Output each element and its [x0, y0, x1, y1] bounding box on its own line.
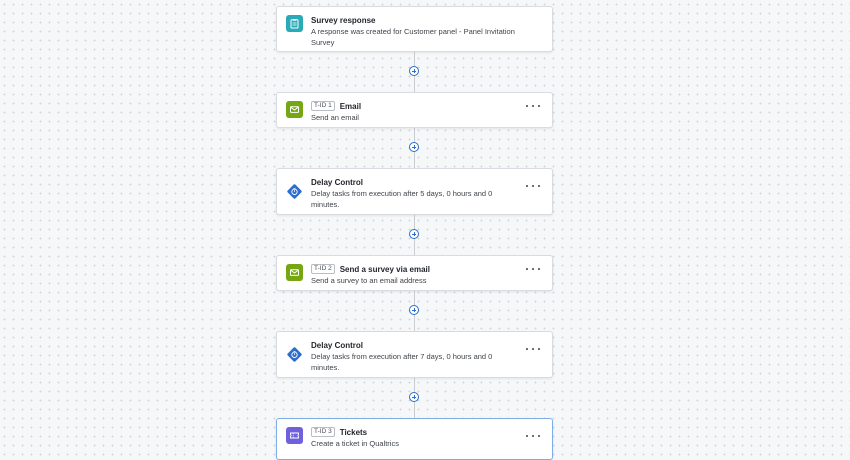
- task-id-badge: T-ID 3: [311, 427, 335, 437]
- more-options-icon[interactable]: [526, 182, 540, 190]
- task-id-badge: T-ID 2: [311, 264, 335, 274]
- more-options-icon[interactable]: [526, 432, 540, 440]
- task-card-email[interactable]: T-ID 1 Email Send an email: [276, 92, 553, 128]
- more-options-icon[interactable]: [526, 102, 540, 110]
- card-description: Send a survey to an email address: [311, 276, 427, 285]
- card-description: A response was created for Customer pane…: [311, 27, 515, 47]
- card-text: T-ID 1 Email Send an email: [311, 100, 522, 123]
- card-description: Delay tasks from execution after 7 days,…: [311, 352, 493, 372]
- add-task-button[interactable]: [409, 229, 419, 239]
- add-task-button[interactable]: [409, 392, 419, 402]
- card-title: Tickets: [339, 427, 368, 437]
- task-card-send-survey[interactable]: T-ID 2 Send a survey via email Send a su…: [276, 255, 553, 291]
- card-title: Delay Control: [311, 177, 364, 187]
- more-options-icon[interactable]: [526, 265, 540, 273]
- card-title: Email: [339, 101, 362, 111]
- card-text: Survey response A response was created f…: [311, 14, 522, 48]
- task-card-delay-control[interactable]: Delay Control Delay tasks from execution…: [276, 331, 553, 378]
- ticket-icon: [286, 427, 303, 444]
- card-text: Delay Control Delay tasks from execution…: [311, 339, 522, 373]
- card-description: Delay tasks from execution after 5 days,…: [311, 189, 493, 209]
- envelope-icon: [286, 101, 303, 118]
- task-card-tickets[interactable]: T-ID 3 Tickets Create a ticket in Qualtr…: [276, 418, 553, 460]
- add-task-button[interactable]: [409, 142, 419, 152]
- card-text: T-ID 2 Send a survey via email Send a su…: [311, 263, 522, 286]
- card-title: Send a survey via email: [339, 264, 430, 274]
- timer-icon: [286, 346, 303, 363]
- clipboard-icon: [286, 15, 303, 32]
- card-text: Delay Control Delay tasks from execution…: [311, 176, 522, 210]
- card-description: Send an email: [311, 113, 359, 122]
- card-title: Delay Control: [311, 340, 364, 350]
- envelope-icon: [286, 264, 303, 281]
- card-description: Create a ticket in Qualtrics: [311, 439, 399, 448]
- card-title: Survey response: [311, 15, 376, 25]
- add-task-button[interactable]: [409, 305, 419, 315]
- trigger-card-survey-response[interactable]: Survey response A response was created f…: [276, 6, 553, 52]
- add-task-button[interactable]: [409, 66, 419, 76]
- card-text: T-ID 3 Tickets Create a ticket in Qualtr…: [311, 426, 522, 449]
- task-card-delay-control[interactable]: Delay Control Delay tasks from execution…: [276, 168, 553, 215]
- more-options-icon[interactable]: [526, 345, 540, 353]
- timer-icon: [286, 183, 303, 200]
- task-id-badge: T-ID 1: [311, 101, 335, 111]
